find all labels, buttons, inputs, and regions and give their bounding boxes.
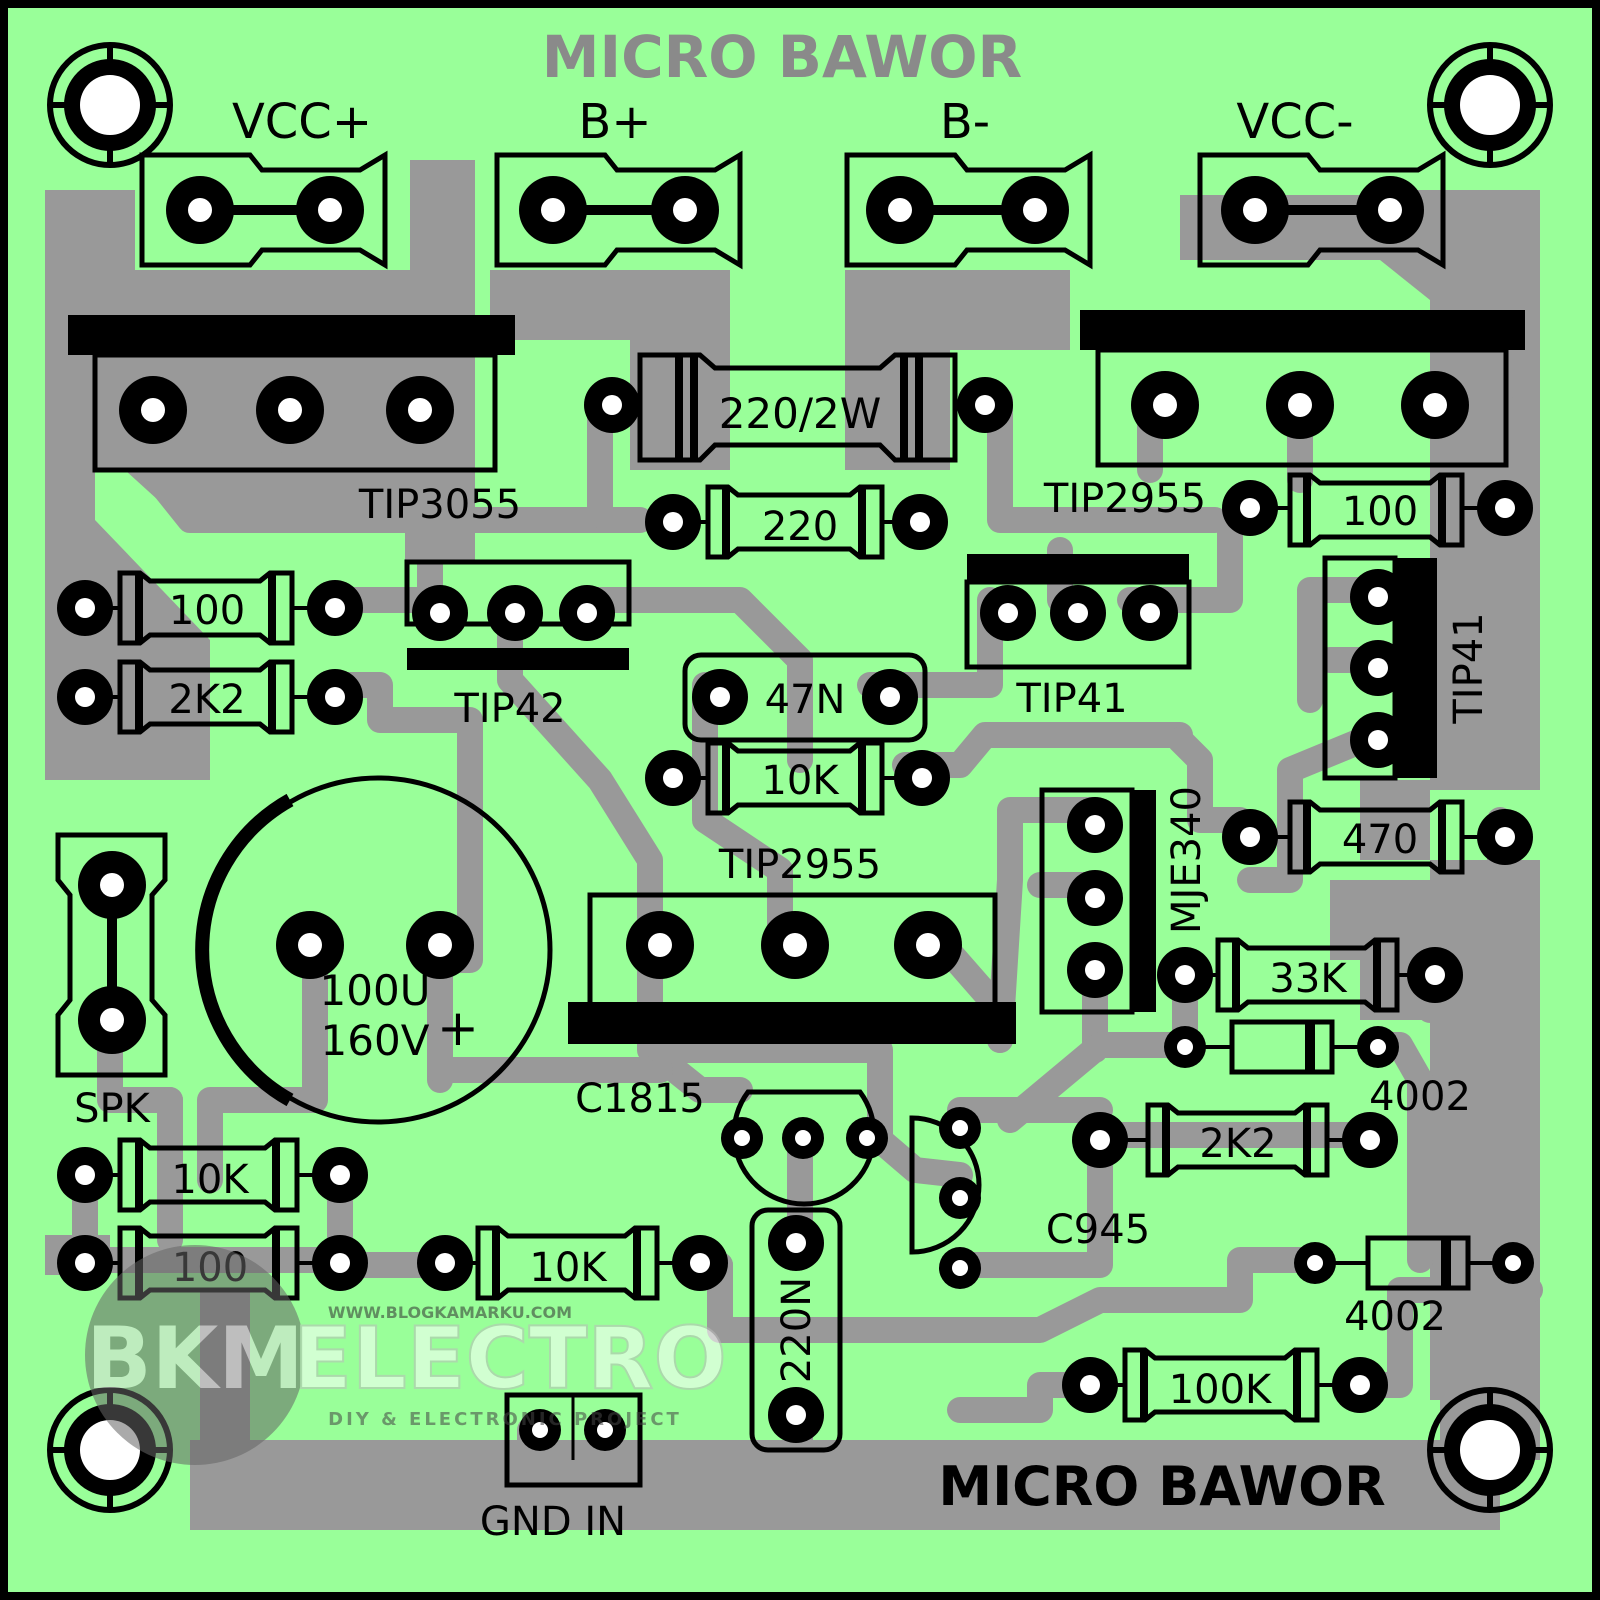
transistor-c945[interactable]: C945	[909, 1107, 1150, 1289]
mounting-hole-top-right	[1430, 45, 1550, 165]
resistor-label: 2K2	[168, 677, 245, 723]
diode-label: 4002	[1369, 1074, 1471, 1120]
watermark-tagline: DIY & ELECTRONIC PROJECT	[328, 1409, 682, 1430]
capacitor-voltage: 160V	[321, 1016, 430, 1065]
diode-4002-bottom[interactable]: 4002	[1294, 1235, 1534, 1340]
transistor-tip3055[interactable]: TIP3055	[68, 315, 521, 528]
resistor-2k2-right[interactable]: 2K2	[1072, 1102, 1398, 1178]
transistor-label: TIP2955	[718, 842, 881, 888]
connector-b-plus[interactable]: B+	[494, 94, 743, 270]
transistor-c1815[interactable]: C1815	[575, 1076, 888, 1207]
resistor-10k-bottom-left[interactable]: 10K	[57, 1137, 368, 1213]
connector-vcc-minus[interactable]: VCC-	[1197, 94, 1446, 270]
resistor-470[interactable]: 470	[1222, 799, 1533, 875]
resistor-label: 10K	[761, 758, 840, 804]
resistor-10k-bottom-mid[interactable]: 10K	[417, 1225, 728, 1301]
capacitor-220n[interactable]: 220N	[749, 1207, 843, 1453]
transistor-label: TIP42	[453, 686, 565, 732]
connector-label: B-	[940, 94, 990, 150]
transistor-label: TIP41	[1446, 612, 1492, 724]
transistor-label: TIP3055	[358, 482, 521, 528]
resistor-label: 220/2W	[719, 389, 882, 438]
diode-4002-top[interactable]: 4002	[1164, 1019, 1471, 1120]
watermark-brand-left: BKM	[86, 1309, 304, 1409]
board-title-bottom: MICRO BAWOR	[938, 1455, 1385, 1518]
resistor-label: 100K	[1169, 1367, 1273, 1413]
resistor-10k-mid[interactable]: 10K	[645, 740, 950, 816]
resistor-220[interactable]: 220	[645, 484, 948, 560]
transistor-label: TIP2955	[1043, 476, 1206, 522]
resistor-label: 220	[762, 504, 838, 550]
mounting-hole-top-left	[50, 45, 170, 165]
connector-label: SPK	[74, 1086, 152, 1132]
diode-label: 4002	[1344, 1294, 1446, 1340]
transistor-label: TIP41	[1015, 676, 1127, 722]
resistor-label: 2K2	[1199, 1121, 1276, 1167]
transistor-tip2955-mid[interactable]: TIP2955	[568, 842, 1016, 1044]
connector-vcc-plus[interactable]: VCC+	[139, 94, 388, 270]
watermark-badge	[85, 1245, 305, 1465]
watermark-brand-right: ELECTRO	[293, 1309, 726, 1409]
connector-label: VCC-	[1236, 94, 1353, 150]
connector-label: GND IN	[480, 1499, 626, 1545]
resistor-100k[interactable]: 100K	[1062, 1347, 1388, 1423]
transistor-tip41-horizontal[interactable]: TIP41	[964, 554, 1192, 722]
transistor-tip42[interactable]: TIP42	[404, 559, 632, 732]
resistor-label: 10K	[529, 1245, 608, 1291]
capacitor-47n[interactable]: 47N	[682, 652, 928, 743]
resistor-2k2-left[interactable]: 2K2	[57, 659, 363, 735]
mounting-hole-bottom-right	[1430, 1390, 1550, 1510]
transistor-label: C945	[1046, 1207, 1150, 1253]
capacitor-polarity: +	[437, 999, 479, 1057]
resistor-label: 100	[169, 588, 245, 634]
capacitor-label: 220N	[774, 1277, 820, 1383]
capacitor-label: 47N	[765, 677, 846, 723]
transistor-mje340[interactable]: MJE340	[1039, 786, 1210, 1015]
transistor-label: C1815	[575, 1076, 705, 1122]
capacitor-100u[interactable]: 100U 160V +	[195, 775, 553, 1125]
connector-b-minus[interactable]: B-	[844, 94, 1093, 270]
resistor-label: 33K	[1269, 956, 1348, 1002]
connector-spk[interactable]: SPK	[55, 832, 168, 1132]
connector-label: B+	[578, 94, 651, 150]
resistor-100-left[interactable]: 100	[57, 570, 363, 646]
transistor-tip41-vertical[interactable]: TIP41	[1322, 555, 1492, 781]
resistor-220-2w[interactable]: 220/2W	[584, 352, 1013, 463]
resistor-100-right[interactable]: 100	[1222, 472, 1533, 548]
watermark: WWW.BLOGKAMARKU.COM BKM ELECTRO DIY & EL…	[85, 1245, 728, 1465]
board-title-top: MICRO BAWOR	[542, 23, 1022, 91]
transistor-label: MJE340	[1164, 786, 1210, 934]
resistor-label: 10K	[171, 1157, 250, 1203]
watermark-url: WWW.BLOGKAMARKU.COM	[328, 1303, 572, 1322]
transistor-tip2955-top[interactable]: TIP2955	[1043, 310, 1525, 522]
resistor-33k[interactable]: 33K	[1157, 937, 1463, 1013]
connector-label: VCC+	[232, 94, 372, 150]
capacitor-value: 100U	[320, 966, 431, 1015]
resistor-label: 470	[1342, 817, 1418, 863]
resistor-label: 100	[1342, 489, 1418, 535]
connector-gnd-in[interactable]: GND IN	[480, 1392, 643, 1545]
